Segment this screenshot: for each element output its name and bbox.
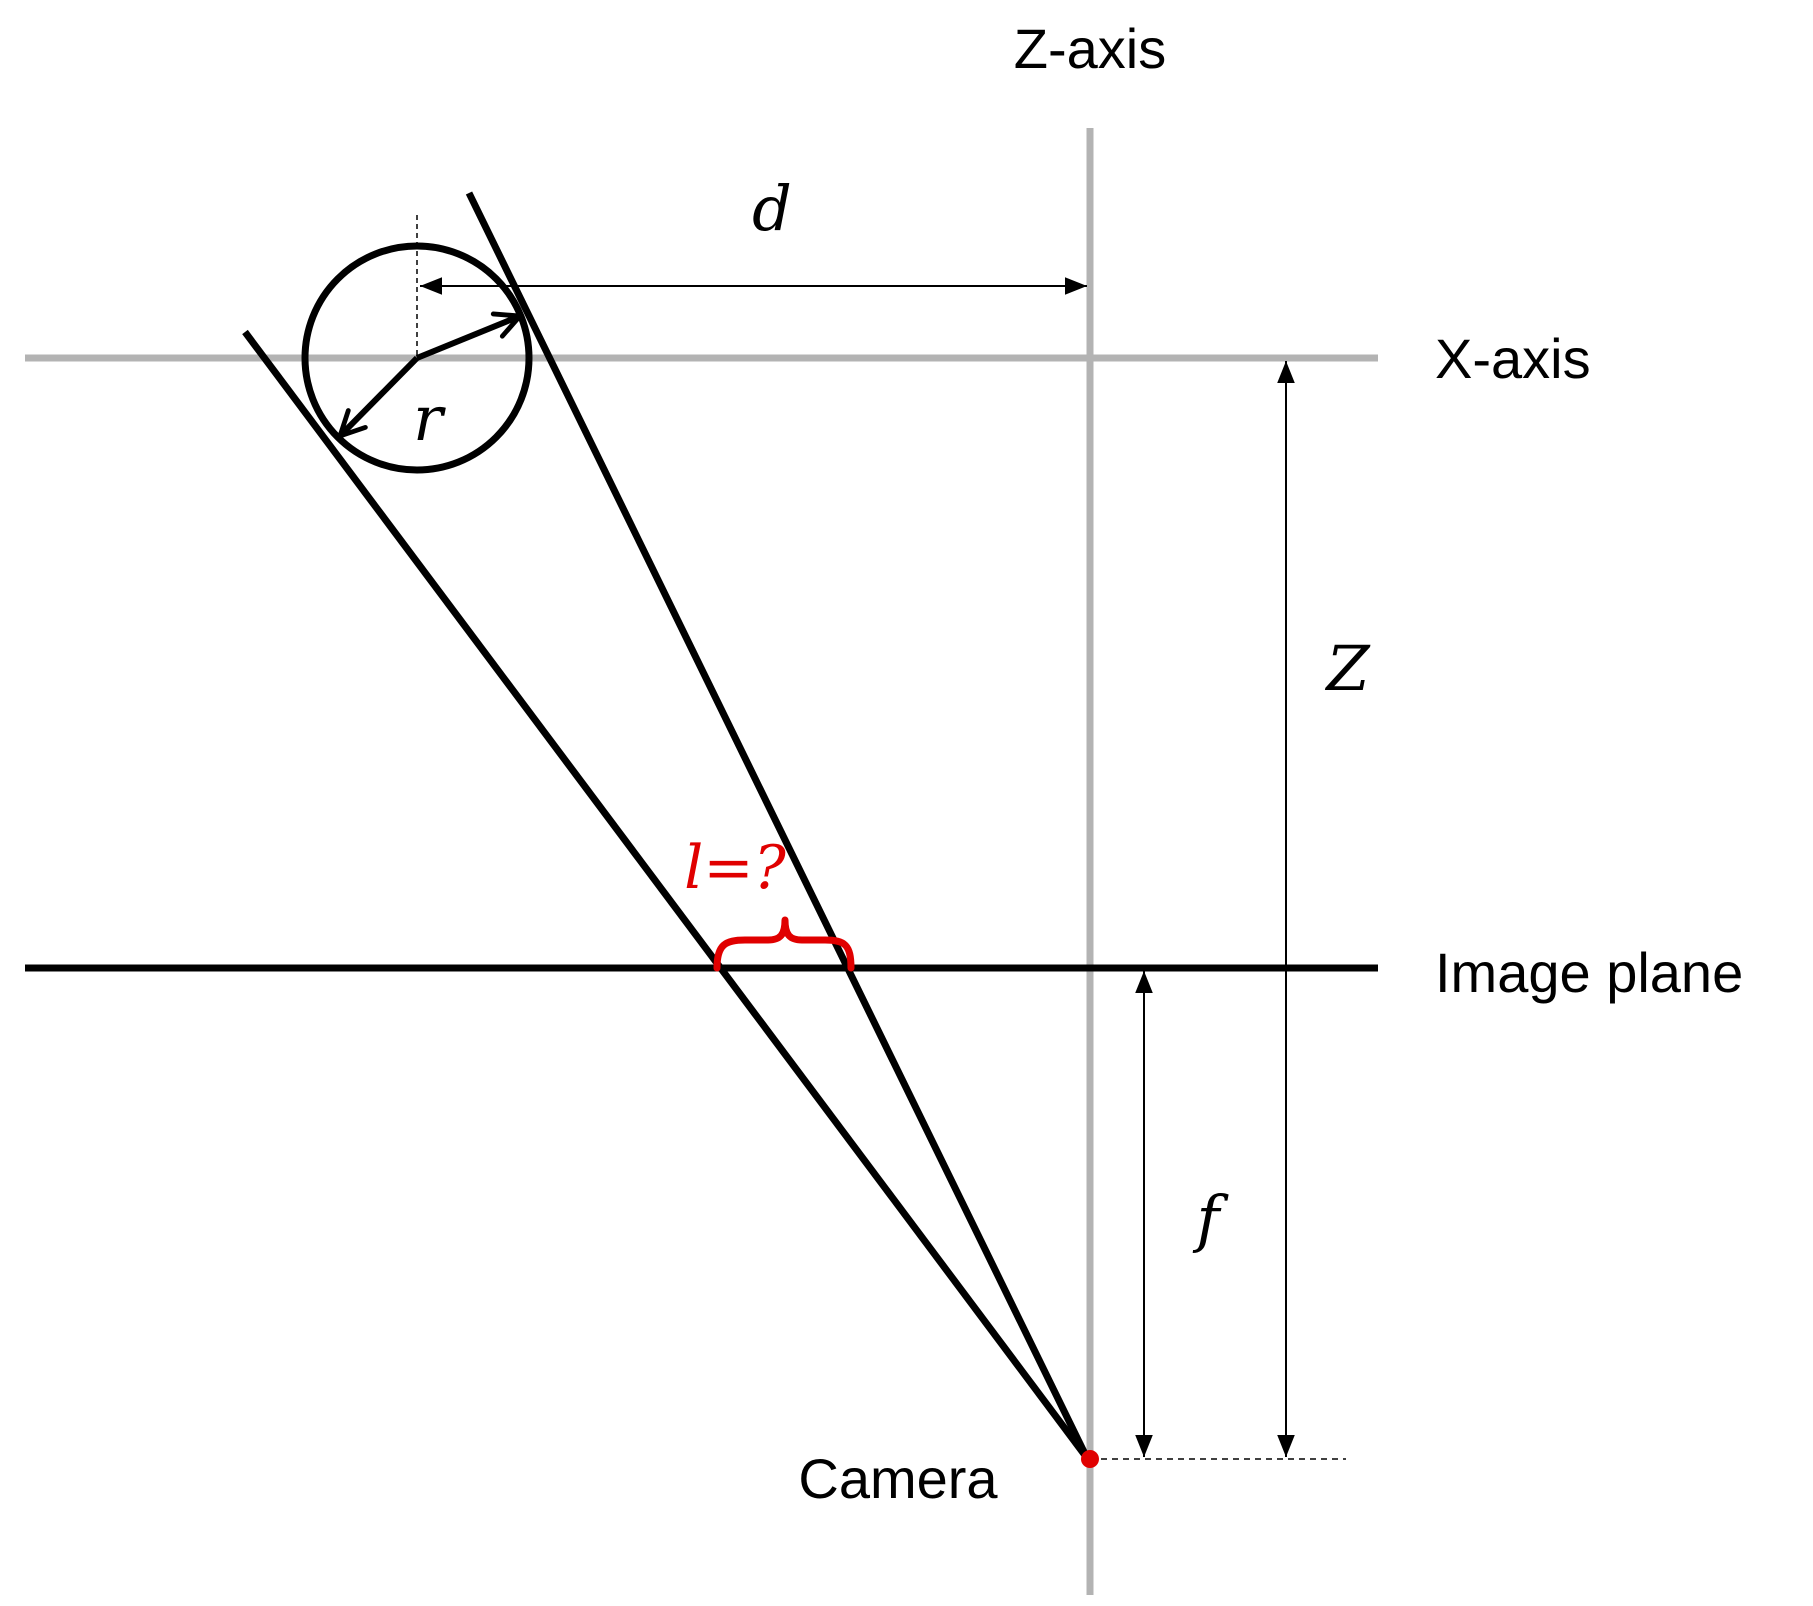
x-axis-label: X-axis <box>1435 327 1591 390</box>
l-unknown-label: l=? <box>684 833 786 903</box>
image-plane-label: Image plane <box>1435 941 1743 1004</box>
tangent-line-left <box>242 329 1090 1461</box>
d-label: d <box>752 172 792 245</box>
l-curly-brace <box>713 916 855 972</box>
r-label: r <box>413 382 446 455</box>
radius-arrow-left <box>337 355 420 439</box>
f-label: f <box>1193 1182 1230 1255</box>
camera-label: Camera <box>798 1447 998 1510</box>
camera-point <box>1081 1450 1099 1468</box>
radius-arrow-right <box>415 311 523 361</box>
z-axis-label: Z-axis <box>1014 17 1166 80</box>
tangent-line-right <box>465 191 1091 1460</box>
Z-label: Z <box>1324 632 1370 705</box>
